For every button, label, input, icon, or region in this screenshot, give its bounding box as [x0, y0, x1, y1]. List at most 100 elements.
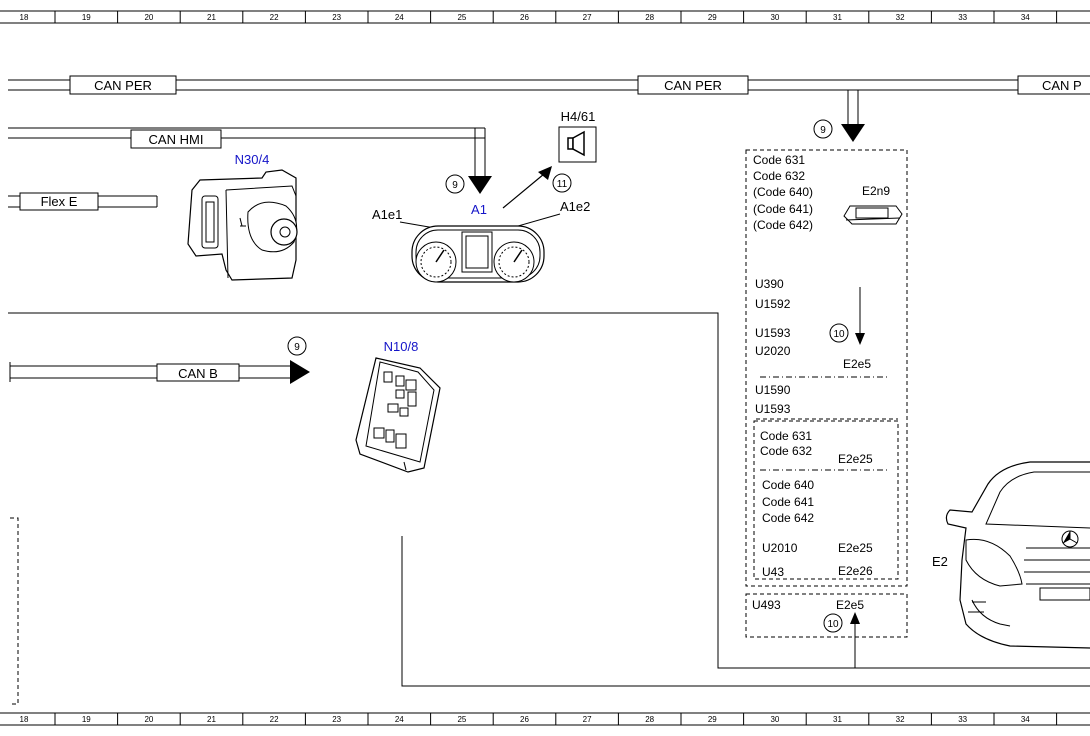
- arrow-head: [850, 612, 860, 624]
- arrow-head: [855, 333, 865, 345]
- ruler-number: 26: [520, 715, 529, 724]
- can-per-label-box-mid: [637, 75, 749, 95]
- ruler-number: 18: [20, 715, 29, 724]
- callout-circle: [823, 613, 843, 633]
- ruler-number: 29: [708, 715, 717, 724]
- e2-vehicle-front: E2: [932, 461, 1090, 649]
- ruler-number: 34: [1021, 715, 1030, 724]
- ruler-number: 22: [270, 715, 279, 724]
- ruler-number: 21: [207, 715, 216, 724]
- can-hmi-label-box: [130, 129, 222, 149]
- ruler-number: 30: [770, 13, 779, 22]
- callout-circle: [829, 323, 849, 343]
- ruler-number: 19: [82, 715, 91, 724]
- flex-e-bus: Flex E: [8, 192, 158, 211]
- code-inner-5: Code 642: [762, 511, 814, 525]
- arrow-head: [468, 176, 492, 194]
- u1593-label-a: U1593: [755, 326, 791, 340]
- e2e25-label-b: E2e25: [838, 541, 873, 555]
- ruler-number: 24: [395, 13, 404, 22]
- u2020-label: U2020: [755, 344, 791, 358]
- flex-e-label: Flex E: [41, 194, 78, 209]
- code-inner-4: Code 641: [762, 495, 814, 509]
- ruler-number: 33: [958, 13, 967, 22]
- callout-11: 11: [557, 179, 568, 190]
- arrow-head: [841, 124, 865, 142]
- e2e5-label-a: E2e5: [843, 357, 871, 371]
- can-per-label-left: CAN PER: [94, 78, 152, 93]
- ruler-number: 23: [332, 13, 341, 22]
- can-per-bus: CAN PER CAN PER CAN P 9: [8, 75, 1090, 142]
- callout-9-top: 9: [820, 125, 826, 136]
- n30-4-label: N30/4: [235, 152, 270, 167]
- u43-label: U43: [762, 565, 784, 579]
- a1e2-label: A1e2: [560, 199, 590, 214]
- ruler-number: 29: [708, 13, 717, 22]
- callout-10-mid: 10: [833, 329, 845, 340]
- h4-61-component: H4/61 11: [502, 109, 597, 209]
- flex-e-label-box: [19, 192, 99, 211]
- ruler-number: 23: [332, 715, 341, 724]
- can-hmi-bus: CAN HMI 9: [8, 127, 492, 194]
- ruler-number: 28: [645, 715, 654, 724]
- code-inner-2: Code 632: [760, 444, 812, 458]
- ruler-number: 31: [833, 715, 842, 724]
- code-top-4: (Code 641): [753, 202, 813, 216]
- callout-circle: [552, 173, 572, 193]
- can-b-label: CAN B: [178, 366, 218, 381]
- can-per-label-box-right: [1017, 75, 1090, 95]
- ruler-number: 18: [20, 13, 29, 22]
- ruler-number: 34: [1021, 13, 1030, 22]
- speaker-icon: [567, 130, 585, 157]
- code-top-3: (Code 640): [753, 185, 813, 199]
- u493-label: U493: [752, 598, 781, 612]
- callout-circle: [813, 119, 833, 139]
- callout-circle: [287, 336, 307, 356]
- ruler-number: 31: [833, 13, 842, 22]
- can-per-label-right: CAN P: [1042, 78, 1082, 93]
- e2n9-module-icon: [843, 205, 903, 225]
- can-b-label-box: [156, 363, 240, 382]
- ruler-number: 20: [144, 13, 153, 22]
- n10-8-component: N10/8: [355, 339, 441, 473]
- e2n9-label: E2n9: [862, 184, 890, 198]
- e2e25-label-a: E2e25: [838, 452, 873, 466]
- e2-label: E2: [932, 554, 948, 569]
- callout-9-canb: 9: [294, 342, 300, 353]
- a1-label: A1: [471, 202, 487, 217]
- a1e1-label: A1e1: [372, 207, 402, 222]
- e2e26-label: E2e26: [838, 564, 873, 578]
- e2e5-label-b: E2e5: [836, 598, 864, 612]
- u1593-label-b: U1593: [755, 402, 791, 416]
- can-b-bus: CAN B 9: [9, 336, 310, 384]
- callout-circle: [445, 174, 465, 194]
- n10-8-label: N10/8: [384, 339, 419, 354]
- wire-upper: [8, 312, 1090, 669]
- u390-label: U390: [755, 277, 784, 291]
- ruler-number: 26: [520, 13, 529, 22]
- code-top-1: Code 631: [753, 153, 805, 167]
- arrow-head: [538, 166, 552, 180]
- code-inner-1: Code 631: [760, 429, 812, 443]
- u2010-label: U2010: [762, 541, 798, 555]
- code-inner-3: Code 640: [762, 478, 814, 492]
- ruler-number: 19: [82, 13, 91, 22]
- ruler-number: 27: [583, 715, 592, 724]
- ruler-number: 22: [270, 13, 279, 22]
- ruler-number: 21: [207, 13, 216, 22]
- callout-10-bottom: 10: [827, 619, 839, 630]
- code-top-2: Code 632: [753, 169, 805, 183]
- wire-lower: [401, 536, 1090, 687]
- ruler-number: 20: [144, 715, 153, 724]
- ruler-number: 32: [896, 715, 905, 724]
- can-per-label-mid: CAN PER: [664, 78, 722, 93]
- can-hmi-label: CAN HMI: [149, 132, 204, 147]
- arrow-head: [290, 360, 310, 384]
- e2-module-box: Code 631 Code 632 (Code 640) (Code 641) …: [745, 149, 908, 668]
- ruler-number: 24: [395, 715, 404, 724]
- code-top-5: (Code 642): [753, 218, 813, 232]
- ruler-number: 27: [583, 13, 592, 22]
- can-per-label-box-left: [69, 75, 177, 95]
